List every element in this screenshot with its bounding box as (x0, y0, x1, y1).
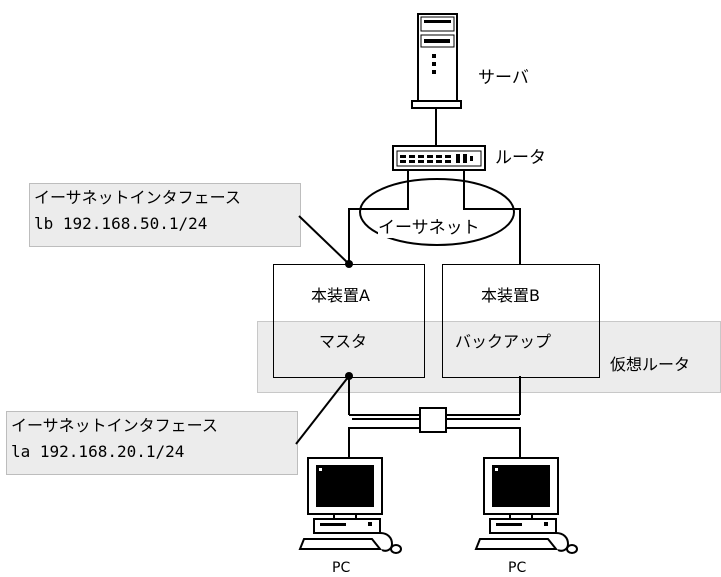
interface-b-note (29, 183, 301, 247)
interface-a-title: イーサネットインタフェース (11, 416, 218, 435)
pc-icon (474, 457, 578, 554)
pc-label-2: PC (508, 560, 527, 576)
server-icon (411, 13, 462, 109)
router-label: ルータ (495, 148, 546, 168)
device-b-name: 本装置B (481, 286, 540, 305)
interface-a-note (6, 411, 298, 475)
ethernet-label: イーサネット (378, 218, 480, 238)
virtual-router-area (257, 321, 721, 393)
router-icon (392, 145, 486, 171)
interface-a-address: la 192.168.20.1/24 (11, 442, 185, 461)
pc-icon (298, 457, 402, 554)
device-b-role: バックアップ (455, 332, 552, 351)
ethernet-cloud (359, 178, 515, 246)
virtual-router-label: 仮想ルータ (610, 355, 691, 374)
interface-b-address: lb 192.168.50.1/24 (34, 214, 208, 233)
hub-icon (419, 407, 447, 433)
interface-b-title: イーサネットインタフェース (34, 188, 241, 207)
device-a-role: マスタ (319, 332, 368, 351)
pc-label-1: PC (332, 560, 351, 576)
interface-b-dot (345, 260, 353, 268)
interface-a-dot (345, 372, 353, 380)
server-label: サーバ (478, 68, 529, 88)
device-a-name: 本装置A (311, 286, 370, 305)
